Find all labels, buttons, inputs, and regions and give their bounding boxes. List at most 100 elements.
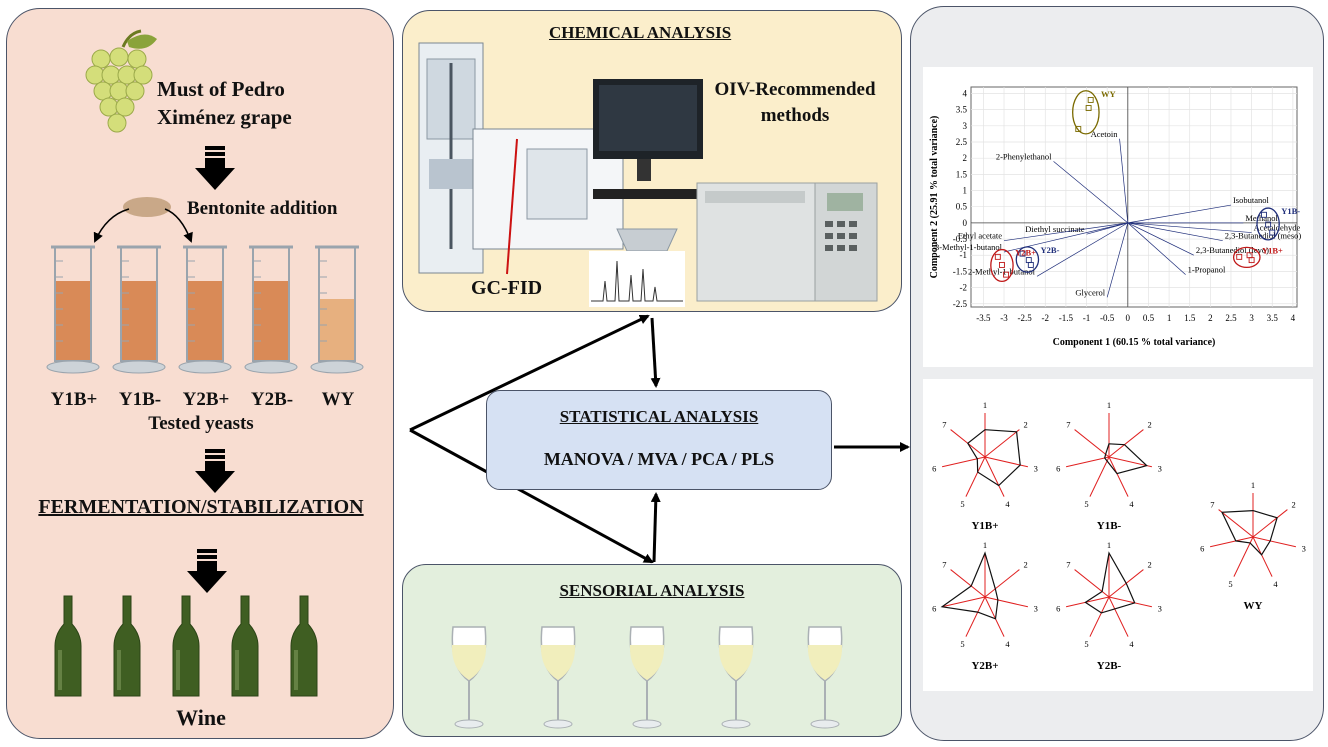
radar-axis-label: 6: [1200, 544, 1204, 554]
radar-axis-label: 4: [1005, 639, 1010, 649]
radar-axis-label: 2: [1024, 420, 1028, 430]
radar-axis-label: 3: [1158, 604, 1162, 614]
pca-group-label: Y2B-: [1041, 245, 1060, 255]
pca-x-tick-label: 0.5: [1143, 313, 1155, 323]
gcfid-label: GC-FID: [471, 277, 543, 299]
sensorial-title: SENSORIAL ANALYSIS: [559, 581, 745, 600]
pca-point: [1075, 126, 1082, 133]
pca-x-tick-label: 4: [1291, 313, 1296, 323]
radar-axis: [1252, 536, 1273, 577]
radar-axis: [984, 569, 1020, 598]
down-arrow-icon: [187, 549, 227, 593]
radar-axis: [1108, 596, 1153, 608]
radar-axis-label: 4: [1273, 579, 1278, 589]
graduated-cylinder-icon: [112, 245, 166, 374]
radar-axis: [965, 456, 986, 497]
arrow-sens-to-stat: [650, 492, 661, 563]
wine-glass-icon: [629, 626, 665, 729]
grape-icon: [85, 29, 157, 133]
radar-axis: [1108, 596, 1129, 637]
pca-loading-label: 3-Methyl-1-butanol: [935, 242, 1003, 252]
pca-loading-label: 2-Methyl-1-butanol: [968, 266, 1036, 276]
pca-y-tick-label: -1.5: [953, 266, 968, 276]
pca-loading-vector: [1003, 222, 1128, 242]
pca-loading-label: 2,3-Butanediol (meso): [1225, 231, 1302, 241]
pca-loading-label: 1-Propanol: [1188, 265, 1226, 275]
pca-loading-vector: [1127, 222, 1186, 275]
radar-axis: [984, 596, 1029, 608]
radar-charts: 1234567Y1B+1234567Y1B-1234567Y2B+1234567…: [932, 400, 1306, 672]
radar-axis-label: 2: [1292, 500, 1296, 510]
yeast-label: Y1B+: [50, 389, 98, 410]
pca-y-tick-label: 0: [963, 218, 968, 228]
yeast-label: Y1B-: [118, 389, 162, 410]
yeast-labels: Y1B+Y1B-Y2B+Y2B-WY: [43, 389, 373, 413]
wine-glass-icon: [718, 626, 754, 729]
oiv-line1: OIV-Recommended: [714, 79, 876, 100]
statistical-methods: MANOVA / MVA / PCA / PLS: [543, 449, 775, 469]
pca-x-tick-label: 0: [1126, 313, 1131, 323]
pca-group-ellipse: [990, 248, 1014, 283]
graduated-cylinder-icon: [178, 245, 232, 374]
pca-x-tick-label: 3.5: [1267, 313, 1279, 323]
pca-x-tick-label: 1: [1167, 313, 1172, 323]
pca-x-tick-label: -0.5: [1100, 313, 1115, 323]
wine-glass-icon: [451, 626, 487, 729]
yeast-label: WY: [321, 389, 355, 410]
wine-glass-icon: [540, 626, 576, 729]
pca-y-tick-label: 1: [963, 186, 968, 196]
radar-axis-label: 1: [1107, 400, 1111, 410]
radar-axis-label: 3: [1034, 604, 1038, 614]
pca-point: [1087, 96, 1094, 103]
arrow-chem-to-stat: [650, 317, 661, 388]
yeast-label: Y2B+: [182, 389, 230, 410]
pca-point: [998, 261, 1005, 268]
pca-y-axis-label: Component 2 (25.91 % total variance): [929, 116, 940, 279]
radar-profile: [1084, 551, 1136, 614]
pca-group-label: Y1B-: [1281, 206, 1300, 216]
wine-bottle-icon: [290, 595, 318, 697]
radar-axis-label: 5: [960, 639, 964, 649]
radar-axis-label: 1: [983, 400, 987, 410]
pca-group-ellipse: [1232, 246, 1261, 269]
pca-point: [1269, 229, 1276, 236]
radar-profile: [1221, 509, 1278, 556]
pca-loading-label: 2-Phenylethanol: [996, 151, 1052, 161]
graduated-cylinder-icon: [46, 245, 100, 374]
radar-axis: [1209, 536, 1254, 548]
radar-axis: [984, 456, 1029, 468]
statistical-title: STATISTICAL ANALYSIS: [559, 407, 759, 426]
radar-axis-label: 4: [1005, 499, 1010, 509]
wine-bottle-icon: [54, 595, 82, 697]
radar-axis-label: 6: [932, 464, 936, 474]
cylinder-row: [45, 241, 375, 376]
wine-bottle-icon: [113, 595, 141, 697]
pca-x-tick-label: -3: [1000, 313, 1008, 323]
radar-profile: [940, 551, 999, 620]
radar-axis: [1065, 456, 1110, 468]
radar-axis-label: 5: [960, 499, 964, 509]
radar-title: WY: [1244, 600, 1263, 612]
pca-y-tick-label: 2.5: [956, 137, 968, 147]
radar-axis: [950, 569, 986, 598]
down-arrow-icon: [195, 449, 235, 493]
pca-x-tick-label: -3.5: [976, 313, 991, 323]
radar-axis-label: 4: [1129, 639, 1134, 649]
pca-x-tick-label: -2: [1042, 313, 1050, 323]
pca-point: [1261, 211, 1267, 218]
pca-x-tick-label: 1.5: [1184, 313, 1196, 323]
radar-axis: [941, 456, 986, 468]
radar-axis-label: 1: [1251, 480, 1255, 490]
pca-x-axis-label: Component 1 (60.15 % total variance): [1053, 337, 1216, 348]
radar-axis-label: 3: [1034, 464, 1038, 474]
radar-axis: [965, 596, 986, 637]
tested-yeasts-label: Tested yeasts: [148, 413, 254, 434]
radar-profile: [967, 429, 1021, 487]
pca-loading-label: Ethyl acetate: [958, 231, 1002, 241]
pca-point: [1236, 253, 1243, 260]
chromatogram-icon: [589, 251, 685, 307]
radar-axis-label: 5: [1084, 639, 1088, 649]
pca-point: [994, 253, 1001, 260]
